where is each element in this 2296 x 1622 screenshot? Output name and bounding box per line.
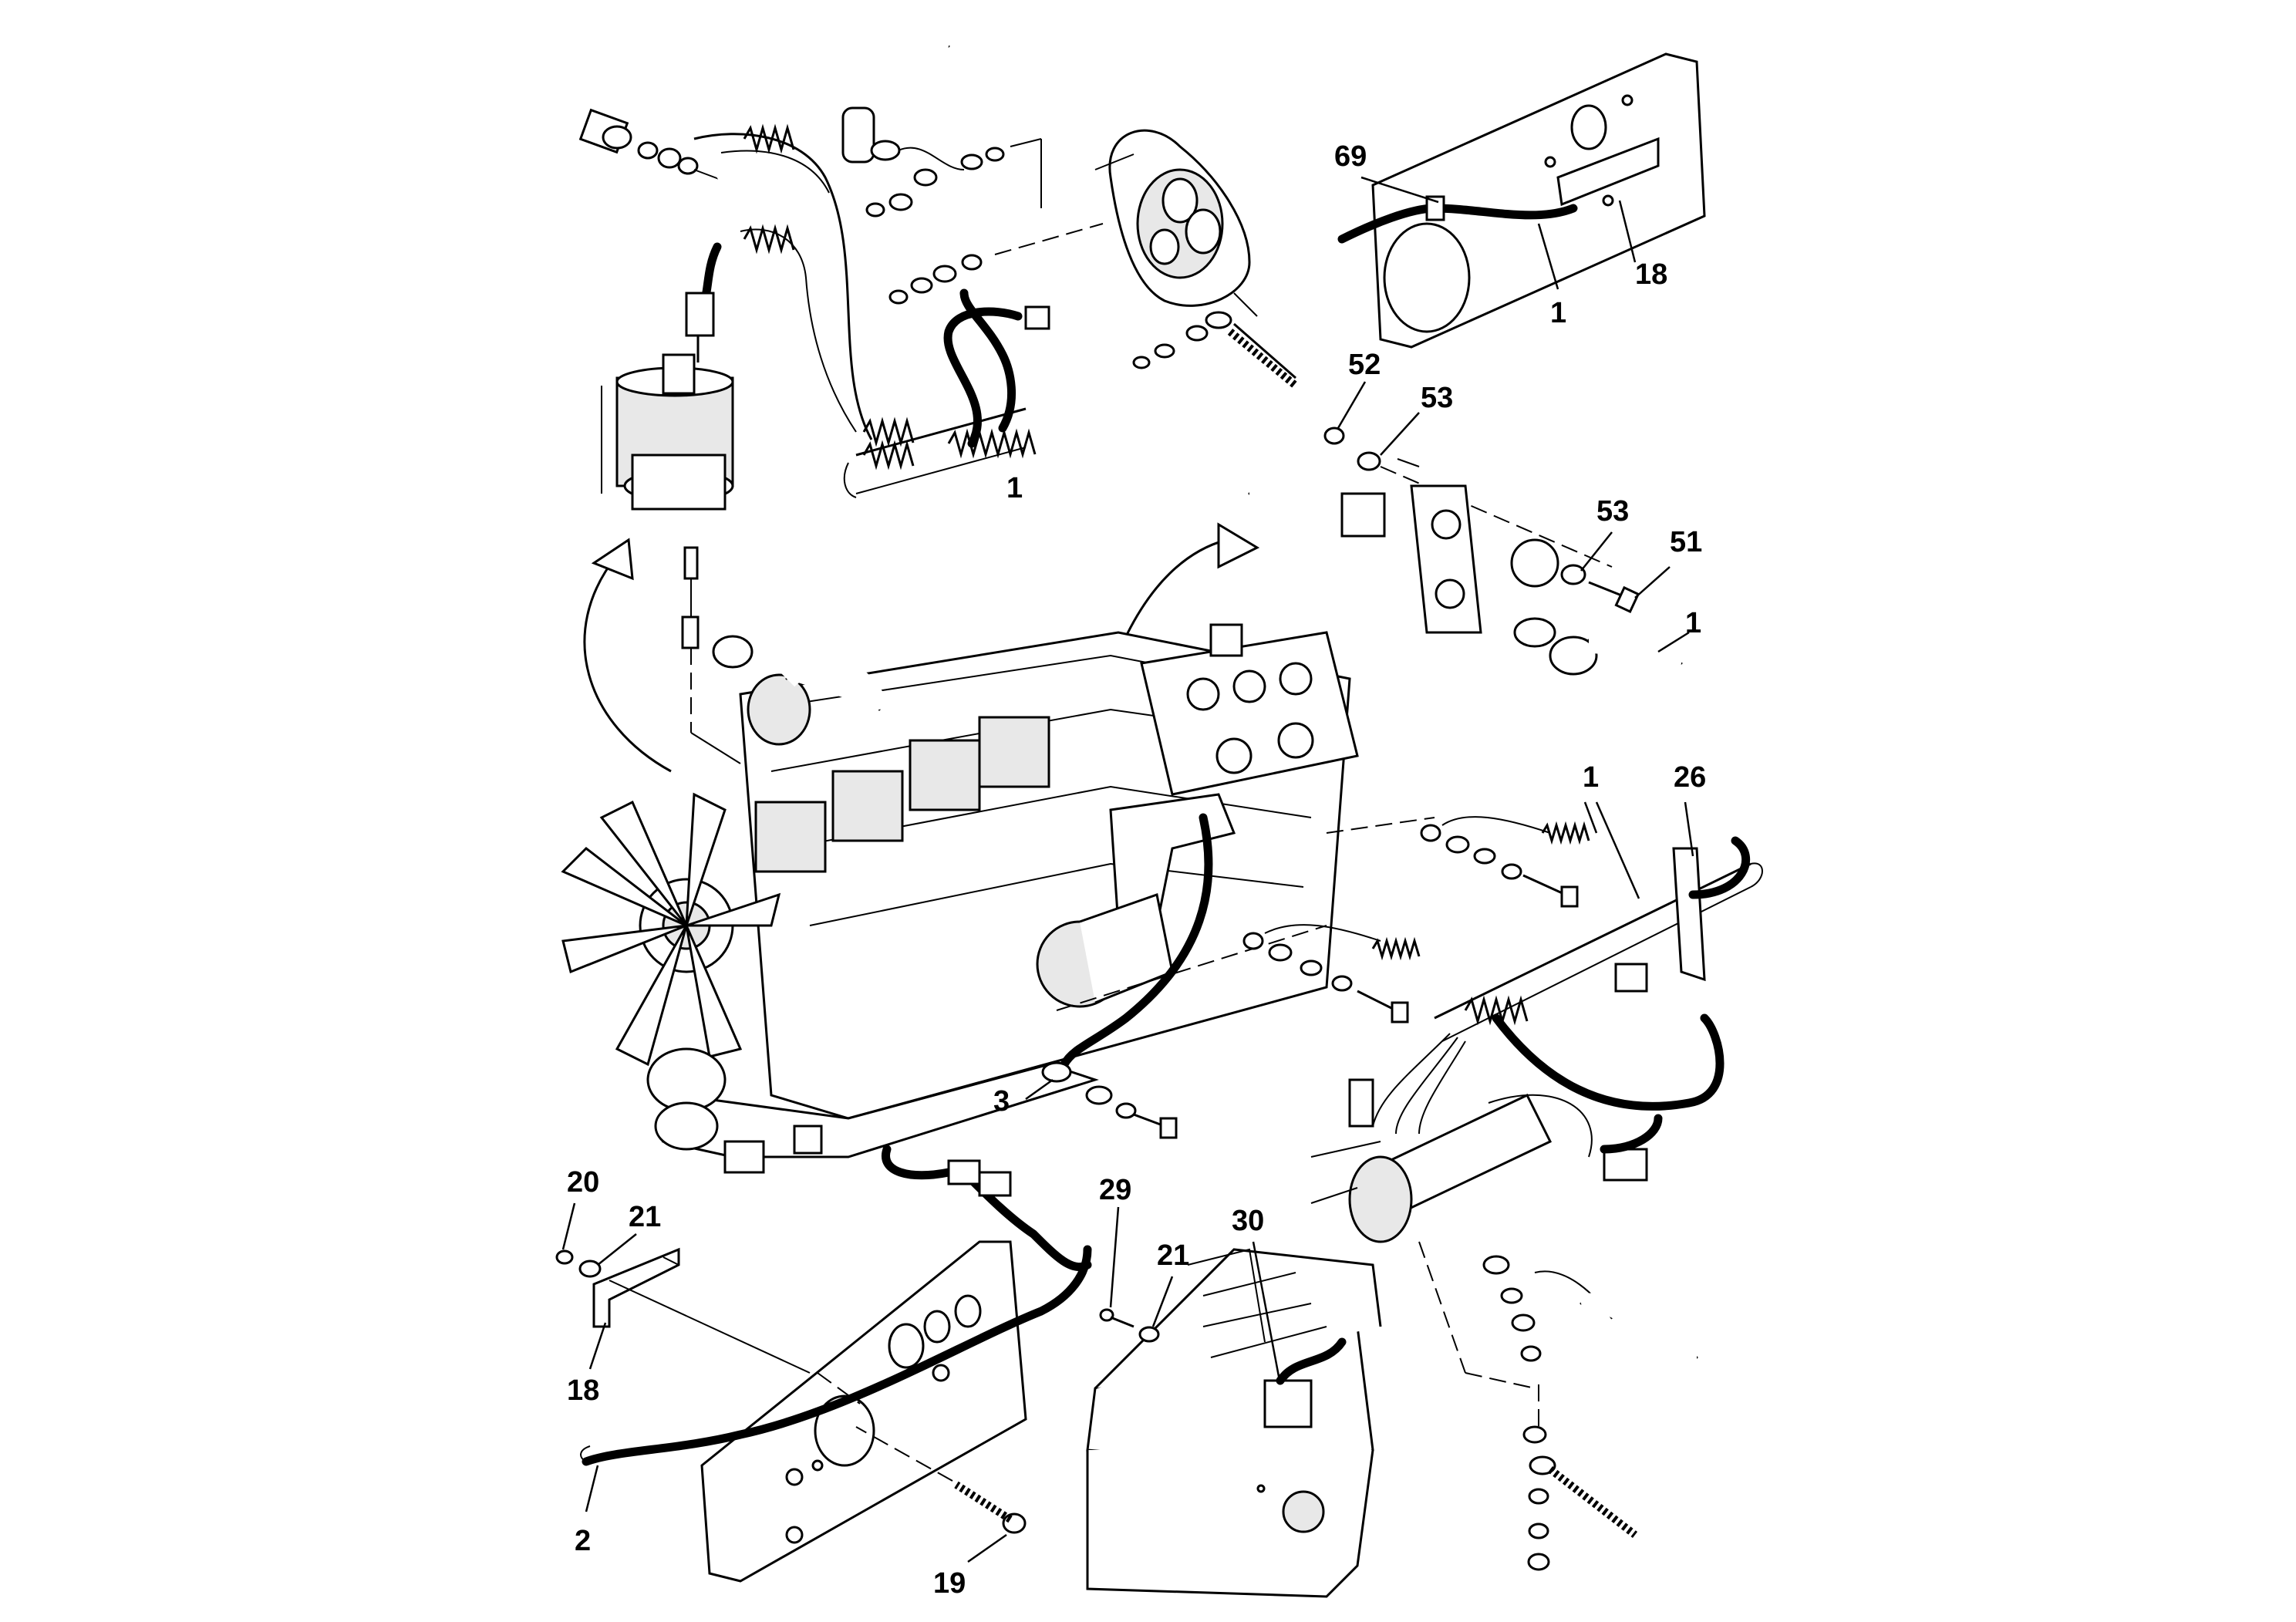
callout-69: 69 — [1334, 140, 1367, 173]
coil-sections — [743, 123, 1037, 470]
disconnect-stud-part — [578, 108, 726, 182]
callout-21-right: 21 — [1157, 1239, 1189, 1272]
side-plate-bottom — [555, 1145, 1092, 1583]
engine-assembly — [561, 522, 1359, 1174]
callout-29: 29 — [1099, 1174, 1131, 1206]
callout-3: 3 — [993, 1085, 1010, 1118]
ground-bolt-group — [1025, 1061, 1178, 1139]
bottom-left-leaders — [561, 1202, 1007, 1563]
flywheel-housing — [1094, 129, 1299, 389]
callout-labels: 69 18 1 1 52 53 53 51 1 1 26 3 20 21 18 … — [567, 140, 1706, 1600]
ground-strap-assembly — [841, 33, 1104, 305]
battery-cable-assembly — [578, 108, 1050, 511]
sensor-housing — [601, 353, 734, 511]
engine-fan — [561, 792, 781, 1151]
battery-box — [1086, 1248, 1382, 1598]
callout-18-bottom: 18 — [567, 1374, 599, 1407]
connector-plate-leaders — [1337, 381, 1690, 653]
callout-26: 26 — [1674, 761, 1706, 794]
callout-19: 19 — [933, 1567, 966, 1600]
callout-21-left: 21 — [629, 1201, 661, 1233]
callout-53-mid: 53 — [1596, 495, 1629, 528]
callout-20: 20 — [567, 1166, 599, 1199]
callout-1-top-right: 1 — [1550, 297, 1566, 329]
callout-1-mid-right: 1 — [1685, 607, 1701, 639]
harness-leaders — [1583, 801, 1694, 899]
callout-52: 52 — [1348, 349, 1381, 381]
main-harness-assembly — [1310, 836, 1763, 1571]
callout-53-top: 53 — [1421, 382, 1453, 414]
connector-plate-assembly — [1248, 427, 1686, 676]
side-panel-top — [1337, 52, 1706, 349]
mid-connectors-group — [1242, 816, 1590, 1023]
callout-1-top-left: 1 — [1006, 472, 1023, 504]
callout-1-harness: 1 — [1583, 761, 1599, 794]
callout-2: 2 — [575, 1525, 591, 1557]
callout-51: 51 — [1670, 526, 1702, 558]
battery-box-leaders — [1109, 1206, 1282, 1385]
top-right-leaders — [1360, 176, 1637, 290]
callout-30: 30 — [1232, 1205, 1264, 1237]
callout-18-top: 18 — [1635, 258, 1667, 291]
